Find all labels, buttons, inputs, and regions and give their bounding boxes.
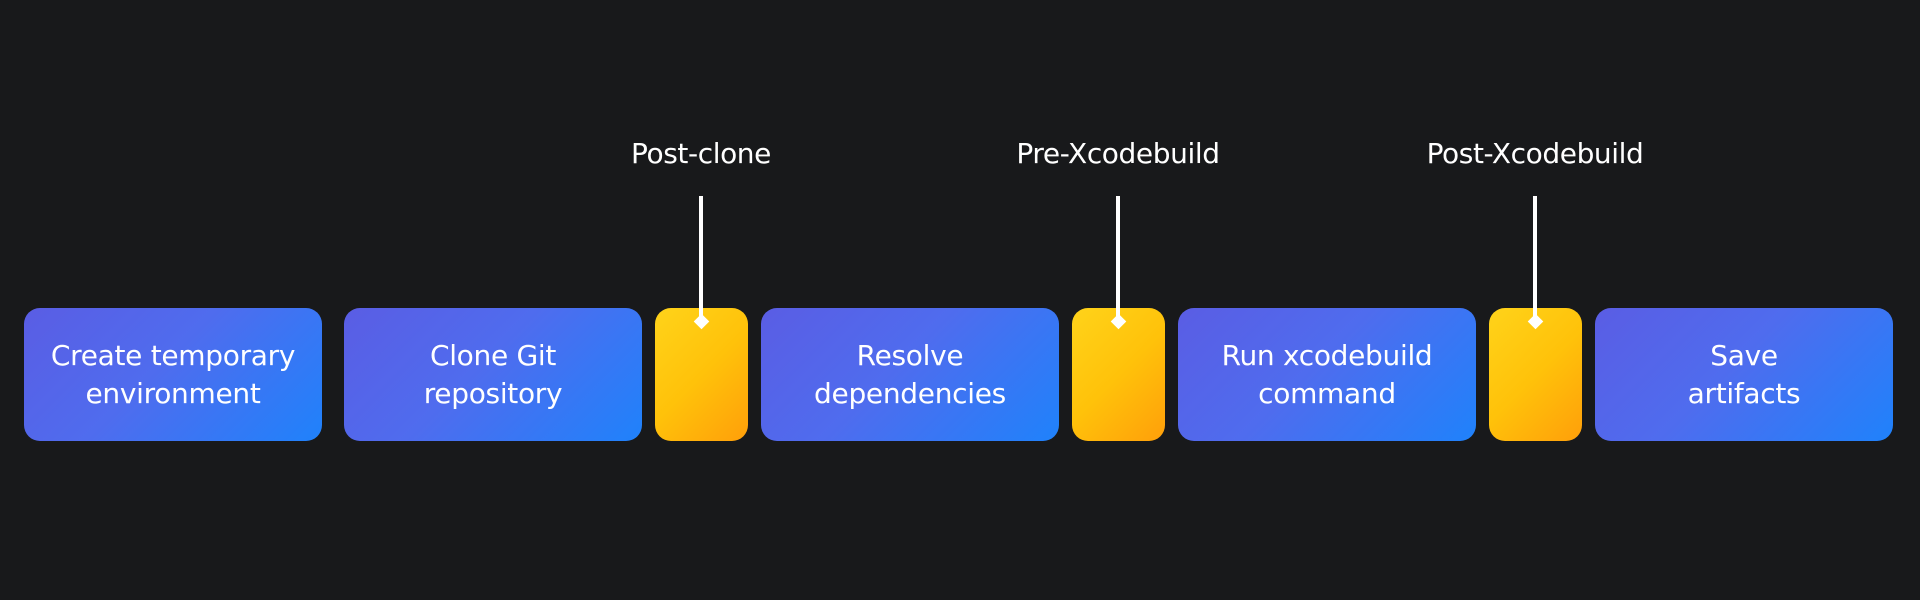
hook-post-xcodebuild-label: Post-Xcodebuild [1426,137,1644,170]
hook-pre-xcodebuild-pin-line [1116,196,1120,320]
step-create-temporary-environment: Create temporary environment [24,308,322,441]
hook-post-clone-pin-line [699,196,703,320]
hook-post-xcodebuild-pin-line [1533,196,1537,320]
step-run-xcodebuild-command: Run xcodebuild command [1178,308,1476,441]
hook-post-xcodebuild-box [1489,308,1582,441]
hook-post-clone-label: Post-clone [631,137,771,170]
step-label: Create temporary environment [50,338,296,410]
step-label: Run xcodebuild command [1221,338,1433,410]
hook-pre-xcodebuild-label: Pre-Xcodebuild [1016,137,1220,170]
hook-pre-xcodebuild-box [1072,308,1165,441]
step-label: Save artifacts [1687,338,1801,410]
step-label: Resolve dependencies [814,338,1006,410]
hook-post-clone-box [655,308,748,441]
step-label: Clone Git repository [423,338,563,410]
step-resolve-dependencies: Resolve dependencies [761,308,1059,441]
step-save-artifacts: Save artifacts [1595,308,1893,441]
step-clone-git-repository: Clone Git repository [344,308,642,441]
